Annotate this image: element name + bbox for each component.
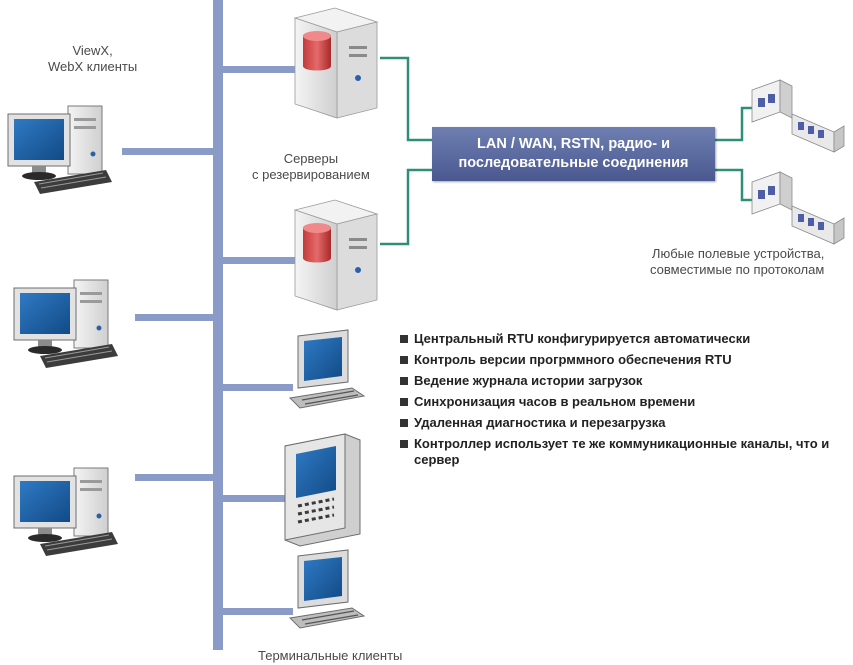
network-links — [380, 56, 756, 246]
bus-link-terminal-1 — [223, 384, 293, 391]
field-device-icon-1 — [751, 79, 845, 153]
network-box: LAN / WAN, RSTN, радио- и последовательн… — [432, 127, 715, 181]
bullet-icon — [400, 419, 408, 427]
network-bus — [213, 0, 223, 650]
feature-item: Центральный RTU конфигурируется автомати… — [400, 331, 845, 347]
bullet-icon — [400, 398, 408, 406]
server-icon-2 — [294, 199, 378, 311]
bus-link-terminal-3 — [223, 608, 293, 615]
bus-link-client-2 — [135, 314, 213, 321]
feature-item: Контроль версии прогрммного обеспечения … — [400, 352, 845, 368]
field-devices-caption: Любые полевые устройства, совместимые по… — [650, 246, 825, 277]
bus-link-client-3 — [135, 474, 213, 481]
field-device-icon-2 — [751, 171, 845, 245]
servers-caption: Серверы с резервированием — [252, 151, 370, 182]
bullet-icon — [400, 377, 408, 385]
panel-terminal-icon — [284, 433, 361, 547]
terminals-caption: Терминальные клиенты — [258, 648, 403, 663]
laptop-terminal-icon — [289, 329, 365, 409]
server-icon-1 — [294, 7, 378, 119]
laptop-terminal-icon-2 — [289, 549, 365, 629]
bullet-icon — [400, 440, 408, 448]
bus-link-client-1 — [122, 148, 213, 155]
workstation-icon-1 — [7, 105, 113, 195]
feature-item: Ведение журнала истории загрузок — [400, 373, 845, 389]
feature-item: Удаленная диагностика и перезагрузка — [400, 415, 845, 431]
clients-caption: ViewX, WebX клиенты — [48, 43, 138, 74]
feature-list: Центральный RTU конфигурируется автомати… — [400, 331, 845, 473]
bus-link-terminal-2 — [223, 495, 285, 502]
workstation-icon-3 — [13, 467, 119, 557]
feature-item: Контроллер использует те же коммуникацио… — [400, 436, 845, 468]
bus-link-server-2 — [223, 257, 295, 264]
bullet-icon — [400, 356, 408, 364]
workstation-icon-2 — [13, 279, 119, 369]
bullet-icon — [400, 335, 408, 343]
feature-item: Синхронизация часов в реальном времени — [400, 394, 845, 410]
bus-link-server-1 — [223, 66, 295, 73]
